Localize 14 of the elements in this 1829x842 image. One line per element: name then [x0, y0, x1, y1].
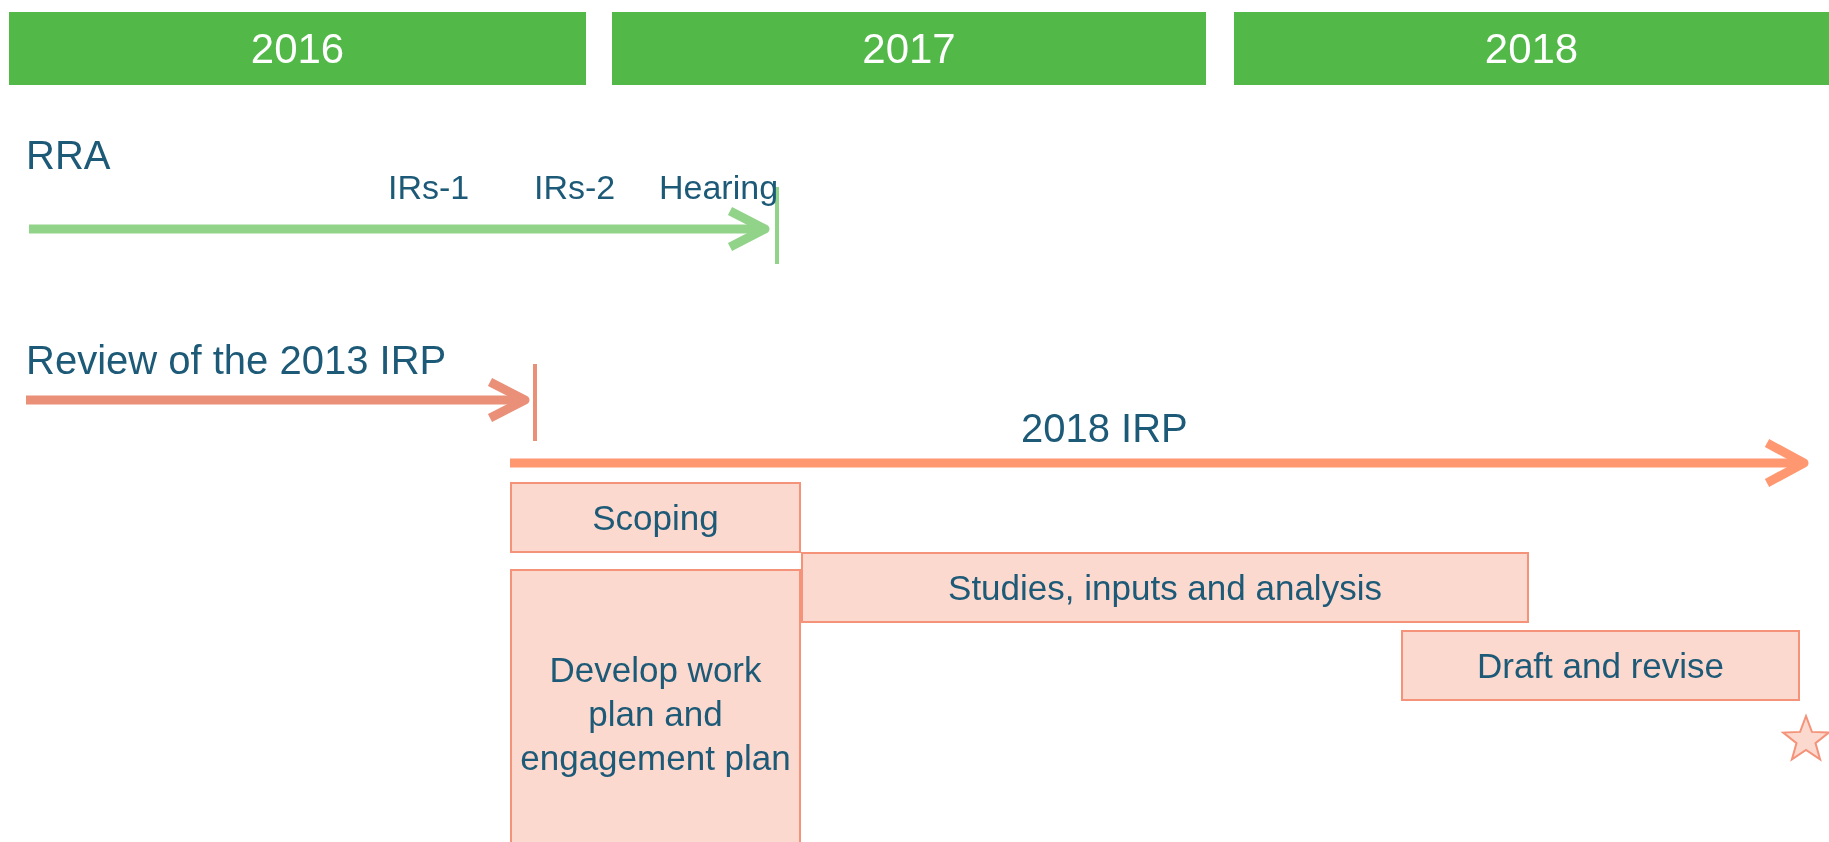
year-bar: 2016: [9, 12, 586, 85]
timeline-label: 2018 IRP: [1021, 408, 1188, 448]
timeline-label: IRs-1: [388, 170, 470, 204]
timeline-label: IRs-2: [534, 170, 616, 204]
timeline-label: Review of the 2013 IRP: [26, 340, 447, 380]
task-bar: Draft and revise: [1401, 630, 1800, 701]
timeline-label: RRA: [26, 135, 111, 175]
task-bar: Develop work plan and engagement plan: [510, 569, 801, 842]
task-bar: Scoping: [510, 482, 801, 553]
year-bar: 2017: [612, 12, 1206, 85]
task-bar: Studies, inputs and analysis: [801, 552, 1529, 623]
timeline-label: Hearing: [659, 170, 779, 204]
year-bar: 2018: [1234, 12, 1829, 85]
star-icon: [1780, 713, 1829, 762]
